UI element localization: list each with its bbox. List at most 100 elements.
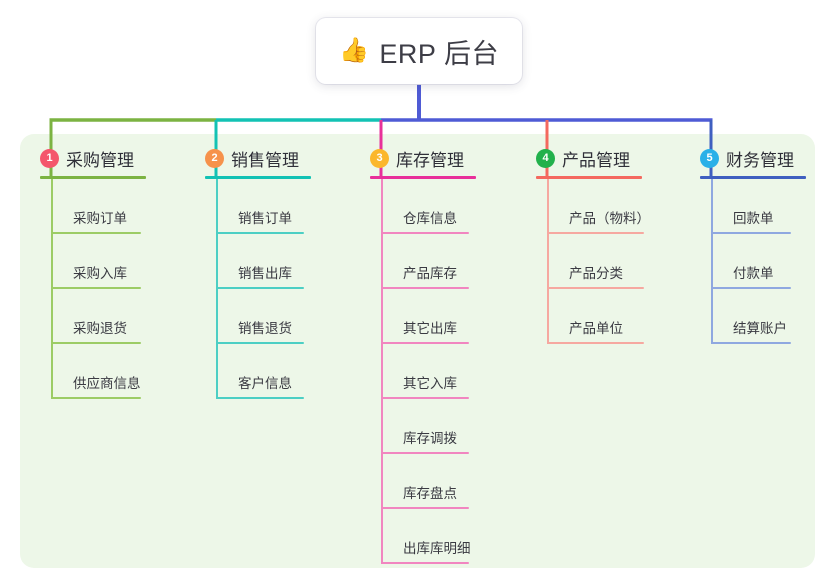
root-title: 👍 ERP 后台 xyxy=(339,32,499,71)
leaf-label: 销售退货 xyxy=(238,321,292,336)
leaf-node[interactable]: 库存盘点 xyxy=(370,454,476,509)
column-1: 1 采购管理采购订单采购入库采购退货供应商信息 xyxy=(40,146,146,399)
leaf-underline xyxy=(381,232,469,234)
leaf-node[interactable]: 出库库明细 xyxy=(370,509,476,564)
leaf-underline xyxy=(216,397,304,399)
leaf-label: 客户信息 xyxy=(238,376,292,391)
leaf-underline xyxy=(381,562,469,564)
leaf-underline xyxy=(381,342,469,344)
leaf-node[interactable]: 采购退货 xyxy=(40,289,146,344)
column-items-3: 仓库信息产品库存其它出库其它入库库存调拨库存盘点出库库明细 xyxy=(370,179,476,564)
leaf-label: 产品单位 xyxy=(569,321,623,336)
column-title-2: 销售管理 xyxy=(231,150,299,170)
leaf-node[interactable]: 采购入库 xyxy=(40,234,146,289)
diagram-panel xyxy=(20,134,815,568)
leaf-underline xyxy=(711,232,791,234)
leaf-label: 采购入库 xyxy=(73,266,127,281)
leaf-underline xyxy=(216,287,304,289)
column-spine-5 xyxy=(711,179,713,344)
column-underline-5 xyxy=(700,176,806,179)
column-items-1: 采购订单采购入库采购退货供应商信息 xyxy=(40,179,146,399)
column-header-3[interactable]: 3 库存管理 xyxy=(370,146,476,170)
column-header-1[interactable]: 1 采购管理 xyxy=(40,146,146,170)
leaf-underline xyxy=(711,342,791,344)
leaf-underline xyxy=(381,397,469,399)
column-spine-2 xyxy=(216,179,218,399)
column-items-5: 回款单付款单结算账户 xyxy=(700,179,806,344)
leaf-label: 出库库明细 xyxy=(403,541,471,556)
leaf-node[interactable]: 客户信息 xyxy=(205,344,311,399)
leaf-label: 产品库存 xyxy=(403,266,457,281)
column-header-2[interactable]: 2 销售管理 xyxy=(205,146,311,170)
leaf-label: 库存盘点 xyxy=(403,486,457,501)
column-badge-1: 1 xyxy=(40,148,59,168)
leaf-label: 供应商信息 xyxy=(73,376,141,391)
root-title-text: ERP 后台 xyxy=(379,38,499,69)
leaf-node[interactable]: 其它出库 xyxy=(370,289,476,344)
column-underline-3 xyxy=(370,176,476,179)
leaf-node[interactable]: 付款单 xyxy=(700,234,806,289)
leaf-label: 销售订单 xyxy=(238,211,292,226)
leaf-underline xyxy=(547,287,644,289)
leaf-node[interactable]: 库存调拨 xyxy=(370,399,476,454)
column-title-3: 库存管理 xyxy=(396,150,464,170)
leaf-node[interactable]: 产品分类 xyxy=(536,234,644,289)
leaf-node[interactable]: 采购订单 xyxy=(40,179,146,234)
leaf-label: 其它出库 xyxy=(403,321,457,336)
leaf-node[interactable]: 销售订单 xyxy=(205,179,311,234)
leaf-label: 结算账户 xyxy=(733,321,787,336)
column-spine-3 xyxy=(381,179,383,564)
leaf-underline xyxy=(711,287,791,289)
column-underline-4 xyxy=(536,176,642,179)
column-spine-4 xyxy=(547,179,549,344)
column-badge-2: 2 xyxy=(205,148,224,168)
column-2: 2 销售管理销售订单销售出库销售退货客户信息 xyxy=(205,146,311,399)
leaf-underline xyxy=(381,507,469,509)
leaf-underline xyxy=(51,287,141,289)
leaf-underline xyxy=(51,342,141,344)
leaf-label: 采购退货 xyxy=(73,321,127,336)
column-badge-5: 5 xyxy=(700,148,719,168)
leaf-label: 其它入库 xyxy=(403,376,457,391)
leaf-underline xyxy=(51,397,141,399)
column-badge-3: 3 xyxy=(370,148,389,168)
root-node-card[interactable]: 👍 ERP 后台 xyxy=(316,18,522,84)
leaf-label: 产品分类 xyxy=(569,266,623,281)
leaf-underline xyxy=(216,232,304,234)
leaf-node[interactable]: 供应商信息 xyxy=(40,344,146,399)
leaf-label: 仓库信息 xyxy=(403,211,457,226)
leaf-label: 产品（物料） xyxy=(569,211,650,226)
column-3: 3 库存管理仓库信息产品库存其它出库其它入库库存调拨库存盘点出库库明细 xyxy=(370,146,476,564)
leaf-underline xyxy=(51,232,141,234)
leaf-node[interactable]: 销售退货 xyxy=(205,289,311,344)
leaf-underline xyxy=(381,452,469,454)
leaf-node[interactable]: 产品单位 xyxy=(536,289,644,344)
leaf-node[interactable]: 仓库信息 xyxy=(370,179,476,234)
leaf-node[interactable]: 其它入库 xyxy=(370,344,476,399)
column-title-1: 采购管理 xyxy=(66,150,134,170)
leaf-underline xyxy=(547,342,644,344)
column-badge-4: 4 xyxy=(536,148,555,168)
thumbs-up-icon: 👍 xyxy=(339,37,370,64)
column-items-2: 销售订单销售出库销售退货客户信息 xyxy=(205,179,311,399)
column-underline-2 xyxy=(205,176,311,179)
leaf-underline xyxy=(381,287,469,289)
leaf-node[interactable]: 产品库存 xyxy=(370,234,476,289)
leaf-label: 采购订单 xyxy=(73,211,127,226)
leaf-label: 回款单 xyxy=(733,211,774,226)
leaf-label: 销售出库 xyxy=(238,266,292,281)
leaf-underline xyxy=(216,342,304,344)
leaf-node[interactable]: 销售出库 xyxy=(205,234,311,289)
column-underline-1 xyxy=(40,176,146,179)
leaf-node[interactable]: 产品（物料） xyxy=(536,179,650,234)
leaf-label: 付款单 xyxy=(733,266,774,281)
column-spine-1 xyxy=(51,179,53,399)
leaf-node[interactable]: 结算账户 xyxy=(700,289,806,344)
leaf-underline xyxy=(547,232,644,234)
leaf-node[interactable]: 回款单 xyxy=(700,179,806,234)
